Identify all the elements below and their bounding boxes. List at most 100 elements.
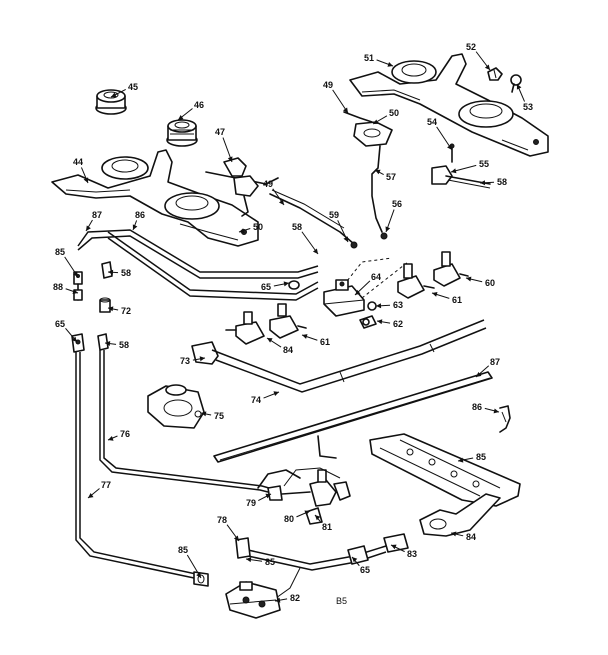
leader-arrowhead [387, 62, 393, 67]
callout-c65c: 65 [351, 556, 370, 575]
callout-c84b: 84 [450, 531, 476, 542]
callout-number: 61 [452, 295, 462, 305]
leader-arrowhead [355, 289, 361, 295]
callout-c81: 81 [314, 514, 332, 532]
callout-number: 87 [92, 210, 102, 220]
callout-c87a: 87 [85, 210, 102, 232]
leader-arrowhead [352, 557, 358, 563]
callout-c58b: 58 [104, 340, 129, 350]
nut-85-bottom [193, 571, 209, 587]
callout-c83: 83 [390, 544, 417, 559]
callout-number: 72 [121, 306, 131, 316]
callout-number: 88 [53, 282, 63, 292]
right-burner-assembly [349, 53, 549, 157]
leader-arrowhead [73, 271, 78, 277]
callout-c65a: 65 [55, 319, 78, 343]
leader-arrowhead [199, 356, 205, 362]
leader-arrowhead [476, 371, 482, 377]
callout-number: 51 [364, 53, 374, 63]
fitting-65-left [71, 333, 85, 353]
pressure-regulator-75 [147, 384, 205, 429]
leader-arrowhead [201, 411, 207, 417]
callout-number: 83 [407, 549, 417, 559]
callout-c72: 72 [107, 306, 131, 316]
burner-support-87 [213, 371, 493, 463]
callout-c88: 88 [53, 282, 79, 294]
leader-arrowhead [108, 306, 114, 312]
callout-number: 85 [55, 247, 65, 257]
right-valve-bracket [343, 111, 393, 240]
leader-arrowhead [458, 457, 464, 463]
callout-number: 80 [284, 514, 294, 524]
callout-number: 85 [178, 545, 188, 555]
callout-number: 73 [180, 356, 190, 366]
leader-arrowhead [233, 535, 239, 541]
leader-arrowhead [480, 180, 486, 186]
callout-c50b: 50 [372, 108, 399, 125]
callout-c85d: 85 [245, 557, 275, 567]
leader-arrowhead [312, 248, 318, 254]
leader-arrowhead [273, 391, 279, 397]
callout-number: 60 [485, 278, 495, 288]
leader-arrowhead [72, 289, 78, 294]
callout-c58a: 58 [107, 268, 131, 278]
leader-arrowhead [246, 557, 252, 563]
callout-number: 75 [214, 411, 224, 421]
leader-arrowhead [88, 493, 94, 498]
nut-88 [73, 289, 83, 301]
leader-arrowhead [451, 168, 457, 174]
burner-valve-60 [433, 251, 469, 287]
callout-number: 81 [322, 522, 332, 532]
leader-arrowhead [196, 572, 201, 578]
burner-valve-84 [225, 311, 265, 345]
leader-arrowhead [178, 115, 184, 120]
callout-number: 87 [490, 357, 500, 367]
thermostat-valve-64 [323, 279, 365, 317]
leader-arrowhead [484, 64, 490, 70]
burner-valve-61-center [269, 303, 307, 339]
leader-arrowhead [227, 156, 233, 162]
burner-valve-61-right [397, 263, 435, 299]
callout-number: 84 [283, 345, 293, 355]
callout-number: 50 [389, 108, 399, 118]
safety-valve-82 [225, 581, 281, 619]
callout-c87b: 87 [475, 357, 500, 378]
callout-c77: 77 [87, 480, 111, 499]
callout-number: 46 [194, 100, 204, 110]
callout-number: 47 [215, 127, 225, 137]
callout-c73: 73 [180, 356, 206, 366]
callout-number: 84 [466, 532, 476, 542]
leader-arrowhead [375, 169, 381, 175]
dashed-guide-line [339, 257, 393, 291]
leader-arrowhead [451, 531, 457, 537]
burner-cap-46 [166, 119, 198, 147]
callout-c79: 79 [246, 493, 272, 508]
callout-c76: 76 [107, 429, 130, 441]
leader-arrowhead [302, 334, 308, 339]
callout-number: 65 [55, 319, 65, 329]
page-code: B5 [336, 596, 347, 606]
callout-c56: 56 [385, 199, 402, 233]
leader-arrowhead [111, 92, 117, 98]
callout-c62: 62 [376, 319, 403, 329]
callout-c86: 86 [132, 210, 145, 231]
callout-number: 59 [329, 210, 339, 220]
callout-c61a: 61 [431, 291, 462, 305]
bracket-86 [499, 405, 511, 433]
leader-arrowhead [239, 228, 245, 234]
callout-number: 44 [73, 157, 83, 167]
callout-number: 62 [393, 319, 403, 329]
leader-arrowhead [304, 510, 310, 516]
screw-52 [487, 67, 503, 81]
callout-number: 58 [119, 340, 129, 350]
callout-number: 45 [128, 82, 138, 92]
leader-arrowhead [466, 276, 472, 282]
callout-number: 49 [263, 179, 273, 189]
leader-arrowhead [447, 144, 452, 150]
orifice-58-b [97, 333, 109, 351]
callout-c49a: 49 [263, 179, 285, 206]
callout-layer: 4546474449508687855888726558655859565749… [53, 42, 533, 603]
callout-c44: 44 [73, 157, 89, 184]
callout-c54: 54 [427, 117, 453, 151]
